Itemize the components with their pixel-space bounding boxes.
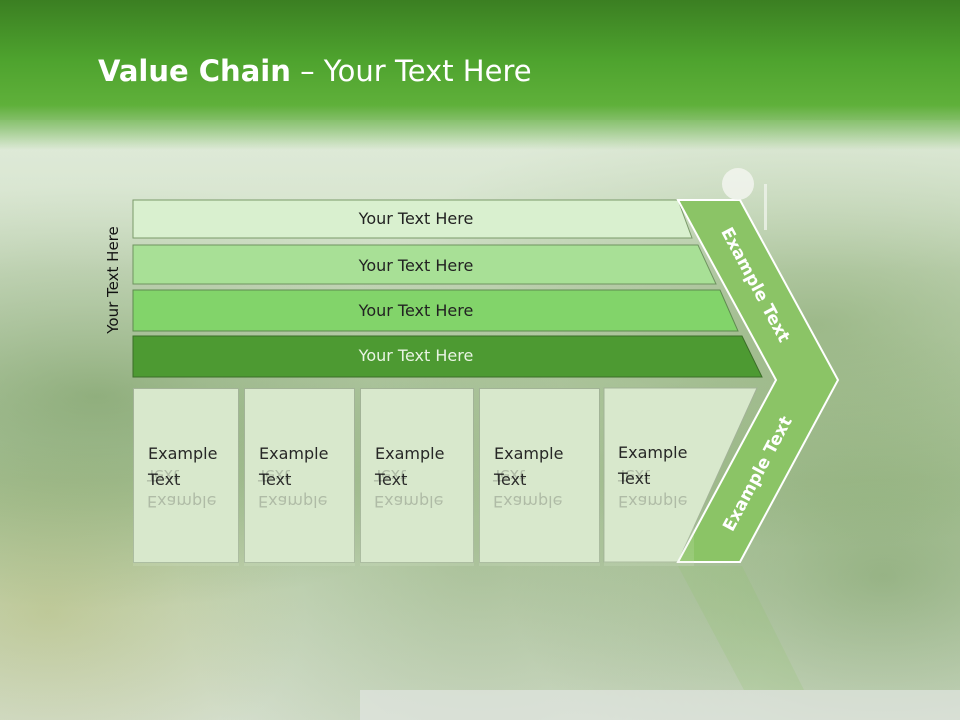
cell-3-reflection: Example Text — [360, 436, 474, 566]
cell-5-reflection: Example Text — [604, 436, 694, 566]
cell-3-reflection-text: Example Text — [374, 466, 444, 511]
lamp-post — [764, 184, 767, 230]
cell-4-reflection: Example Text — [479, 436, 600, 566]
bar-2-label: Your Text Here — [358, 256, 474, 275]
bar-4-label: Your Text Here — [358, 346, 474, 365]
stone-path — [360, 690, 960, 720]
cell-5-reflection-text: Example Text — [618, 466, 688, 511]
cell-4-reflection-text: Example Text — [493, 466, 563, 511]
bar-1-label: Your Text Here — [358, 209, 474, 228]
cell-1-reflection: Example Text — [133, 436, 239, 566]
title-rest: – Your Text Here — [290, 54, 532, 88]
bar-4-shape[interactable] — [132, 335, 763, 378]
cell-4[interactable]: Example Text — [479, 388, 600, 563]
cell-2-reflection: Example Text — [244, 436, 355, 566]
title-banner — [0, 0, 960, 150]
title-bold: Value Chain — [98, 54, 291, 88]
cell-3[interactable]: Example Text — [360, 388, 474, 563]
slide-title: Value Chain – Your Text Here — [98, 54, 532, 94]
bar-2-shape[interactable] — [132, 244, 717, 285]
chevron-reflection — [678, 566, 804, 690]
lamp-globe — [722, 168, 754, 200]
bar-1-shape[interactable] — [132, 199, 693, 239]
chevron-arrow[interactable] — [676, 199, 840, 563]
bar-3-label: Your Text Here — [358, 301, 474, 320]
cell-1-reflection-text: Example Text — [147, 466, 217, 511]
cell-1[interactable]: Example Text — [133, 388, 239, 563]
cell-2[interactable]: Example Text — [244, 388, 355, 563]
cell-2-reflection-text: Example Text — [258, 466, 328, 511]
bar-3-shape[interactable] — [132, 289, 739, 332]
side-axis-label: Your Text Here — [104, 226, 122, 334]
cell-5[interactable]: Example Text — [604, 388, 694, 563]
